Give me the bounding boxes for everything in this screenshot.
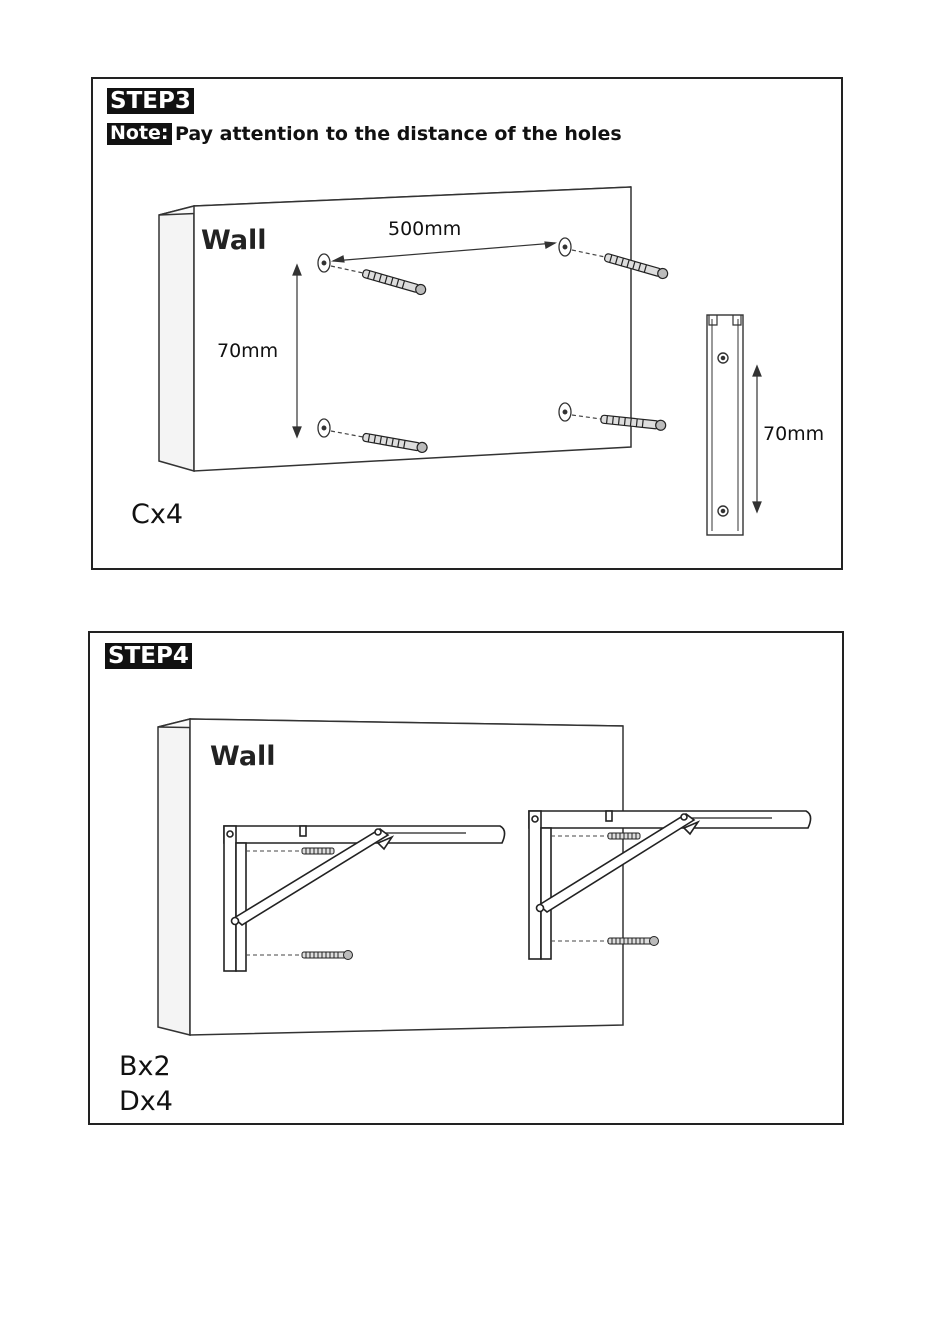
- step4-diagram: Wall: [90, 633, 846, 1127]
- step4-quantity-d: Dx4: [119, 1086, 173, 1117]
- bracket-side-view: [707, 315, 743, 535]
- bracket-dimension-label: 70mm: [763, 423, 824, 445]
- bracket-dimension-line: [753, 366, 761, 512]
- step4-panel: STEP4 Wall: [88, 631, 844, 1125]
- step3-diagram: Wall 500mm 70mm: [93, 79, 845, 572]
- wall-label: Wall: [201, 225, 267, 256]
- vertical-dimension-label: 70mm: [217, 340, 278, 362]
- step3-panel: STEP3 Note: Pay attention to the distanc…: [91, 77, 843, 570]
- step4-quantity-b: Bx2: [119, 1051, 171, 1082]
- horizontal-dimension-label: 500mm: [388, 218, 461, 240]
- wall-label: Wall: [210, 741, 276, 772]
- step3-quantity: Cx4: [131, 499, 183, 530]
